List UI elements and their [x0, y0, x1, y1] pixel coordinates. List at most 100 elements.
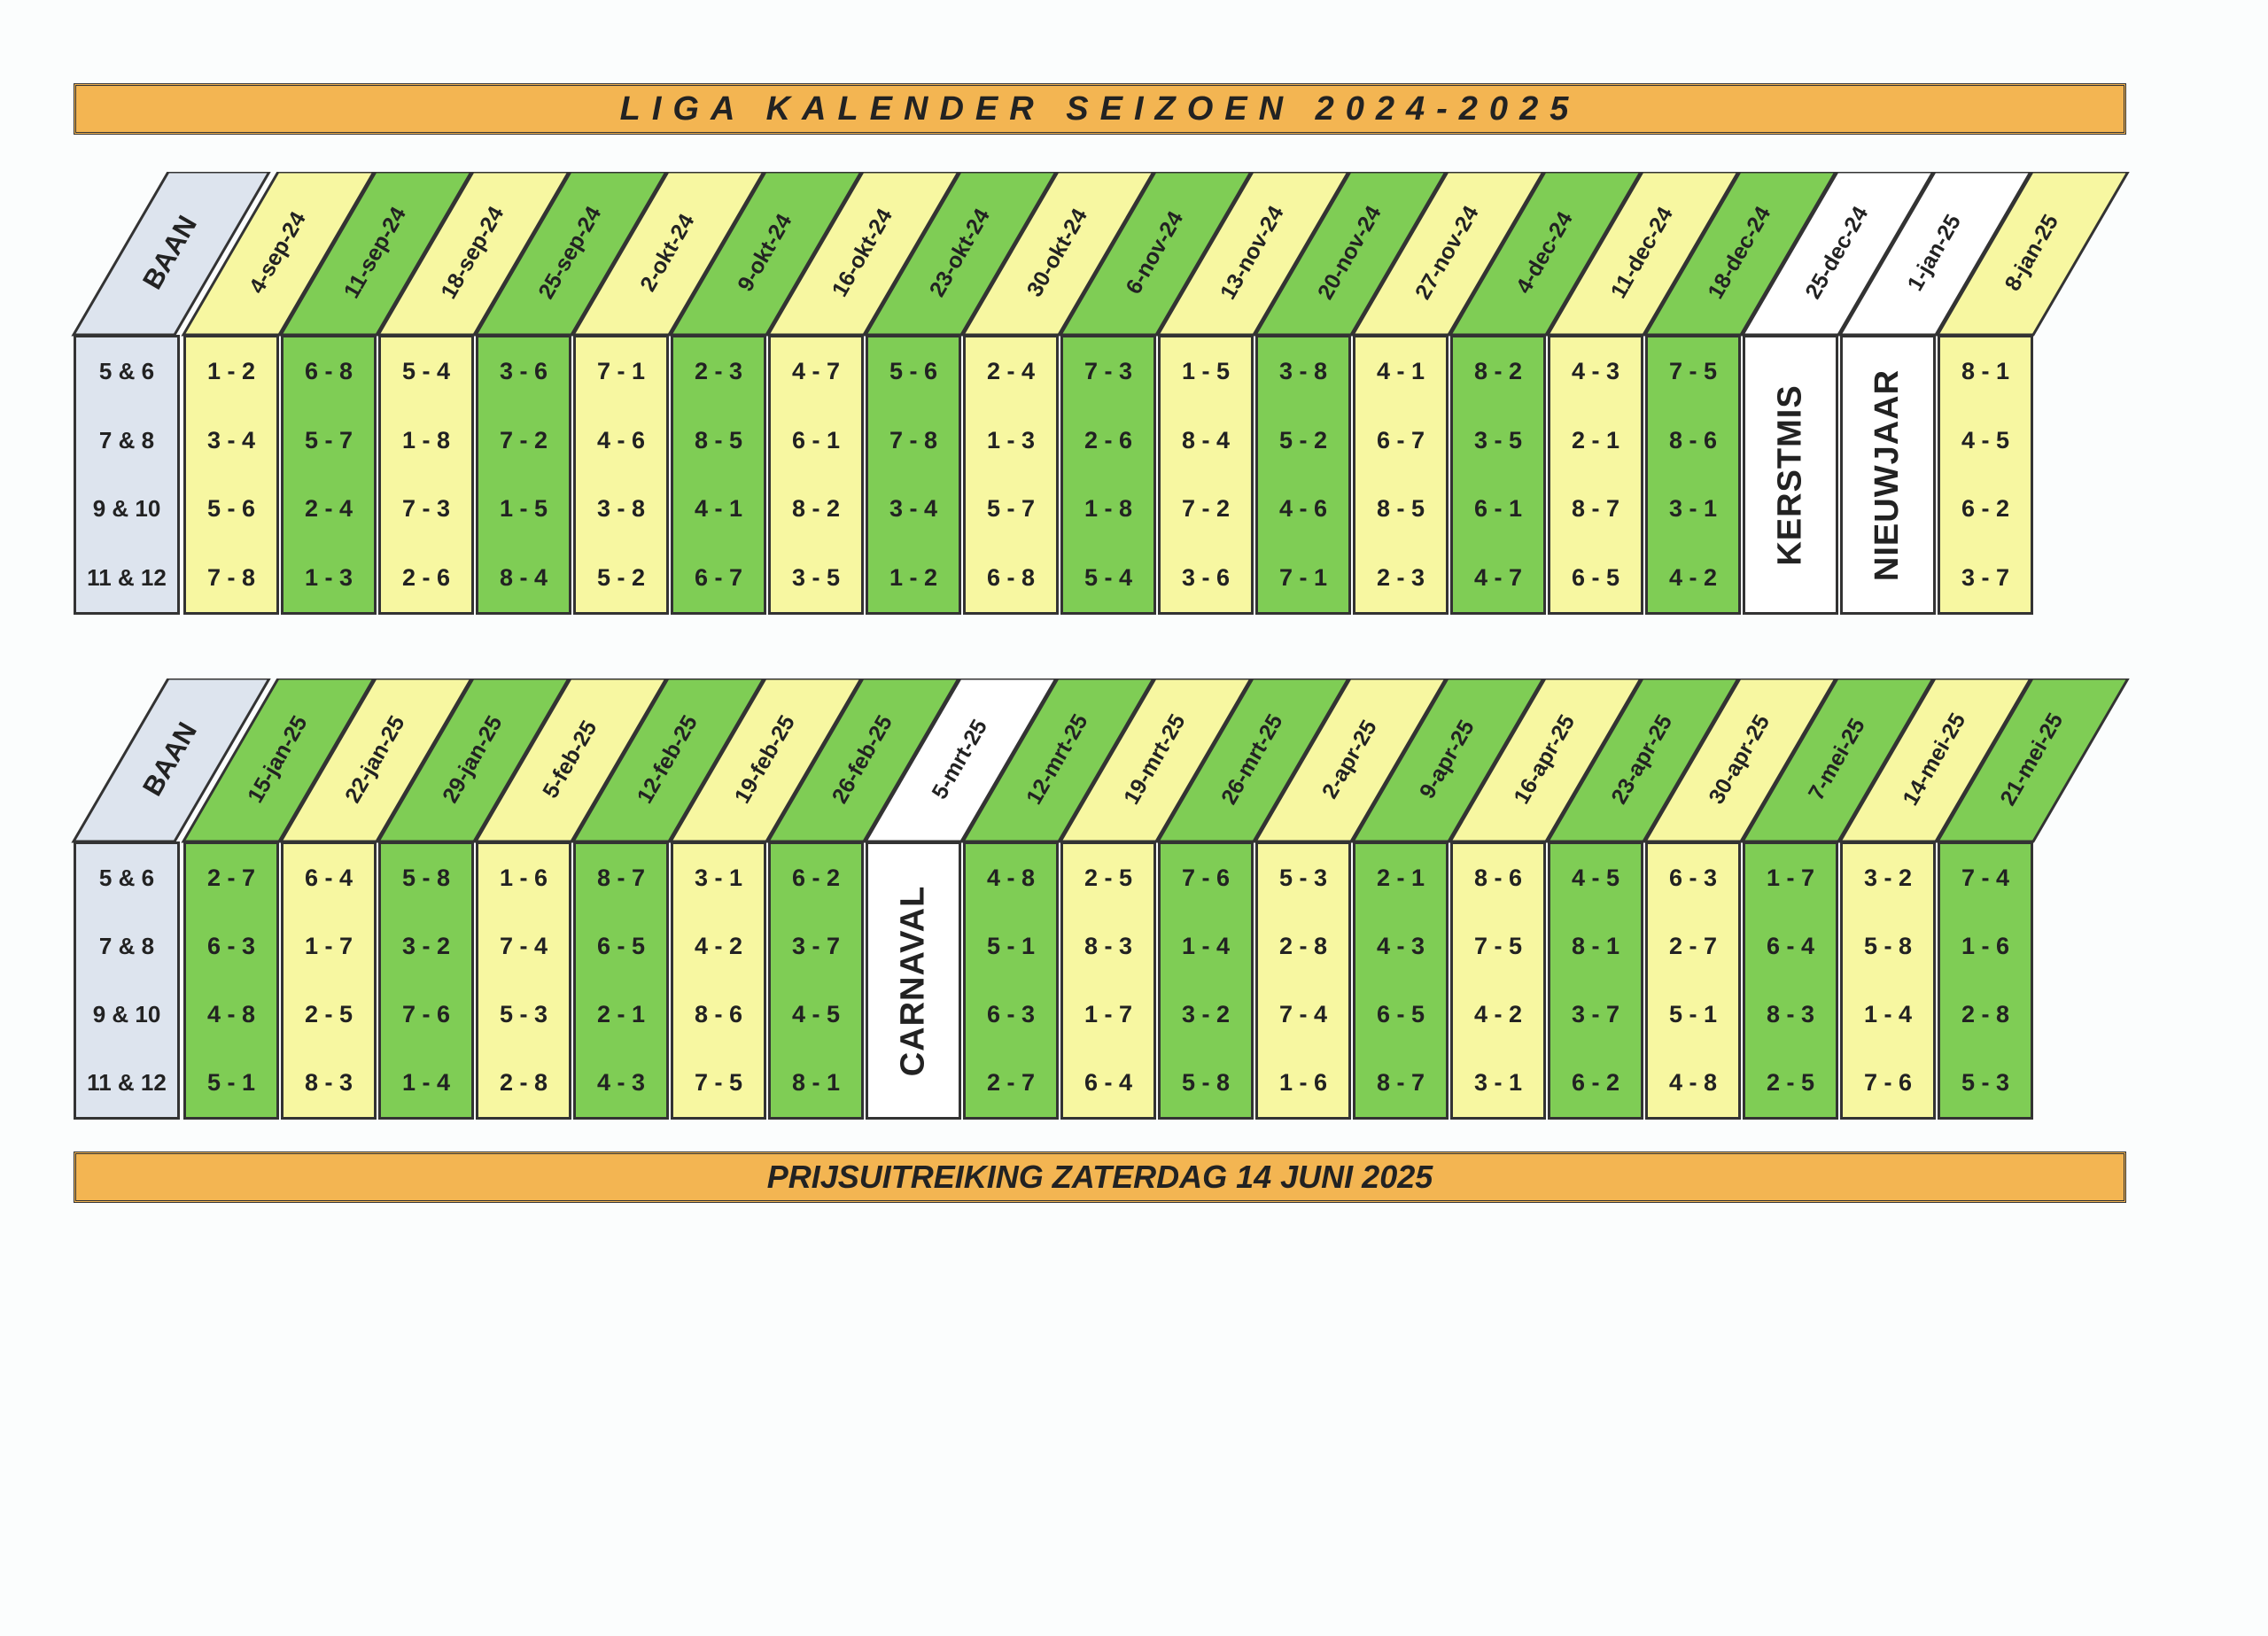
match-column: 4 - 3 2 - 1 8 - 7 6 - 5	[1548, 335, 1643, 615]
match-pairing: 3 - 8	[1278, 358, 1328, 385]
match-column: 4 - 1 6 - 7 8 - 5 2 - 3	[1353, 335, 1449, 615]
match-pairing: 2 - 4	[304, 495, 353, 523]
match-pairing: 2 - 6	[401, 563, 451, 591]
match-pairing: 7 - 6	[1181, 865, 1231, 891]
match-pairing: 1 - 4	[1181, 933, 1231, 959]
match-pairing: 2 - 3	[694, 358, 743, 385]
baan-row-label: 7 & 8	[98, 933, 155, 959]
match-pairing: 2 - 7	[1668, 933, 1718, 959]
match-pairing: 6 - 2	[1571, 1069, 1620, 1096]
match-pairing: 4 - 5	[791, 1001, 841, 1027]
match-pairing: 4 - 5	[1571, 865, 1620, 891]
date-header: 20-nov-24	[1253, 172, 1448, 337]
date-header: 25-dec-24	[1740, 172, 1935, 337]
match-pairing: 7 - 4	[499, 933, 548, 959]
match-pairing: 3 - 4	[206, 426, 256, 454]
match-pairing: 2 - 1	[1376, 865, 1425, 891]
match-pairing: 6 - 4	[304, 865, 353, 891]
match-pairing: 4 - 8	[986, 865, 1036, 891]
match-pairing: 7 - 1	[1278, 563, 1328, 591]
match-pairing: 3 - 7	[1961, 563, 2010, 591]
match-pairing: 4 - 2	[694, 933, 743, 959]
match-pairing: 2 - 5	[304, 1001, 353, 1027]
match-pairing: 8 - 7	[1376, 1069, 1425, 1096]
match-pairing: 3 - 6	[499, 358, 548, 385]
match-pairing: 3 - 8	[596, 495, 646, 523]
match-pairing: 7 - 1	[596, 358, 646, 385]
match-pairing: 5 - 4	[1084, 563, 1133, 591]
match-pairing: 7 - 5	[1473, 933, 1523, 959]
match-pairing: 8 - 3	[304, 1069, 353, 1096]
date-header: 16-okt-24	[765, 172, 960, 337]
match-pairing: 4 - 2	[1668, 563, 1718, 591]
match-pairing: 6 - 5	[1571, 563, 1620, 591]
match-pairing: 3 - 4	[889, 495, 938, 523]
date-header: 9-apr-25	[1350, 678, 1545, 843]
match-pairing: 7 - 6	[401, 1001, 451, 1027]
match-pairing: 2 - 1	[1571, 426, 1620, 454]
match-pairing: 5 - 3	[1278, 865, 1328, 891]
match-pairing: 8 - 1	[791, 1069, 841, 1096]
match-pairing: 5 - 8	[1181, 1069, 1231, 1096]
match-pairing: 8 - 6	[1473, 865, 1523, 891]
match-pairing: 7 - 4	[1278, 1001, 1328, 1027]
match-pairing: 8 - 4	[499, 563, 548, 591]
match-pairing: 7 - 2	[499, 426, 548, 454]
match-pairing: 8 - 5	[1376, 495, 1425, 523]
date-header: 15-jan-25	[181, 678, 376, 843]
match-pairing: 1 - 5	[1181, 358, 1231, 385]
match-pairing: 1 - 8	[401, 426, 451, 454]
match-pairing: 2 - 3	[1376, 563, 1425, 591]
match-pairing: 4 - 3	[1376, 933, 1425, 959]
match-pairing: 7 - 3	[1084, 358, 1133, 385]
match-pairing: 8 - 1	[1571, 933, 1620, 959]
match-pairing: 6 - 3	[986, 1001, 1036, 1027]
baan-header: BAAN	[71, 172, 271, 337]
match-pairing: 4 - 3	[596, 1069, 646, 1096]
match-pairing: 6 - 7	[694, 563, 743, 591]
match-pairing: 4 - 1	[1376, 358, 1425, 385]
match-pairing: 3 - 2	[1863, 865, 1913, 891]
match-pairing: 5 - 2	[1278, 426, 1328, 454]
match-pairing: 5 - 4	[401, 358, 451, 385]
date-header: 21-mei-25	[1935, 678, 2130, 843]
match-pairing: 6 - 4	[1766, 933, 1815, 959]
match-pairing: 2 - 7	[206, 865, 256, 891]
match-pairing: 6 - 3	[1668, 865, 1718, 891]
match-pairing: 4 - 3	[1571, 358, 1620, 385]
match-pairing: 4 - 5	[1961, 426, 2010, 454]
baan-row-label: 5 & 6	[98, 358, 155, 385]
match-pairing: 8 - 2	[791, 495, 841, 523]
match-pairing: 8 - 7	[1571, 495, 1620, 523]
match-pairing: 2 - 5	[1084, 865, 1133, 891]
match-pairing: 1 - 2	[206, 358, 256, 385]
date-header: 30-apr-25	[1643, 678, 1837, 843]
match-pairing: 3 - 1	[1668, 495, 1718, 523]
date-header: 13-nov-24	[1155, 172, 1350, 337]
match-pairing: 5 - 8	[401, 865, 451, 891]
match-pairing: 5 - 6	[889, 358, 938, 385]
date-header: 18-dec-24	[1643, 172, 1837, 337]
match-pairing: 1 - 4	[401, 1069, 451, 1096]
holiday-label: CARNAVAL	[894, 885, 932, 1076]
match-pairing: 3 - 7	[791, 933, 841, 959]
match-pairing: 6 - 7	[1376, 426, 1425, 454]
